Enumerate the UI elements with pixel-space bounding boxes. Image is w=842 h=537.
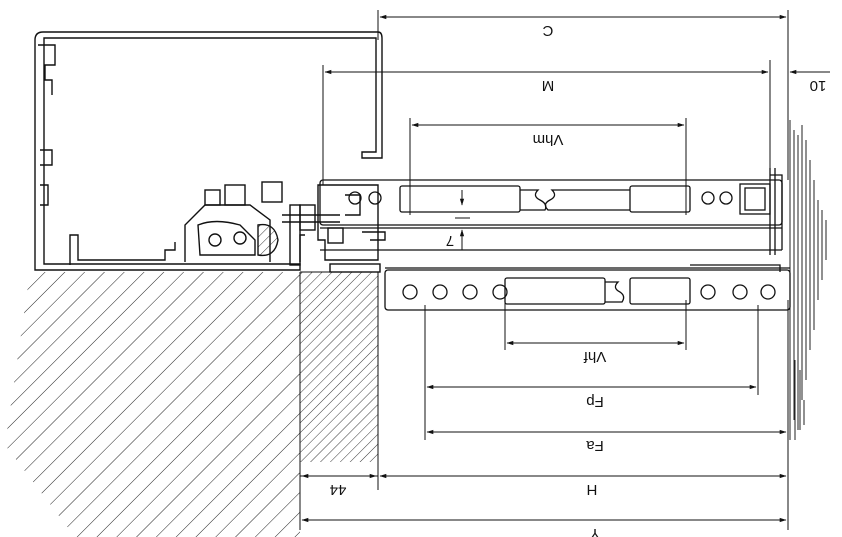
dim-label-7: 7 (446, 232, 454, 249)
dim-label-Fa: Fa (586, 437, 604, 454)
dim-label-M: M (542, 77, 555, 94)
dim-label-10: 10 (810, 77, 827, 94)
floor-hatch (789, 120, 827, 440)
dim-label-Fp: Fp (586, 393, 604, 410)
wall-hatch (5, 271, 379, 537)
dim-label-Vhf: Vhf (583, 348, 606, 365)
dim-label-H: H (587, 481, 598, 498)
head-frame-profile (34, 31, 386, 273)
dim-label-Vhm: Vhm (533, 131, 564, 148)
dim-label-Y: Y (590, 525, 600, 537)
dimension-lines (299, 10, 830, 530)
dim-label-C: C (542, 22, 553, 39)
dimension-labels: C M 10 Vhm 7 Vhf Fp Fa H 44 Y (330, 22, 827, 537)
lower-leaf-profile (384, 264, 791, 311)
dim-label-44: 44 (330, 481, 347, 498)
upper-leaf-profile (319, 168, 783, 255)
